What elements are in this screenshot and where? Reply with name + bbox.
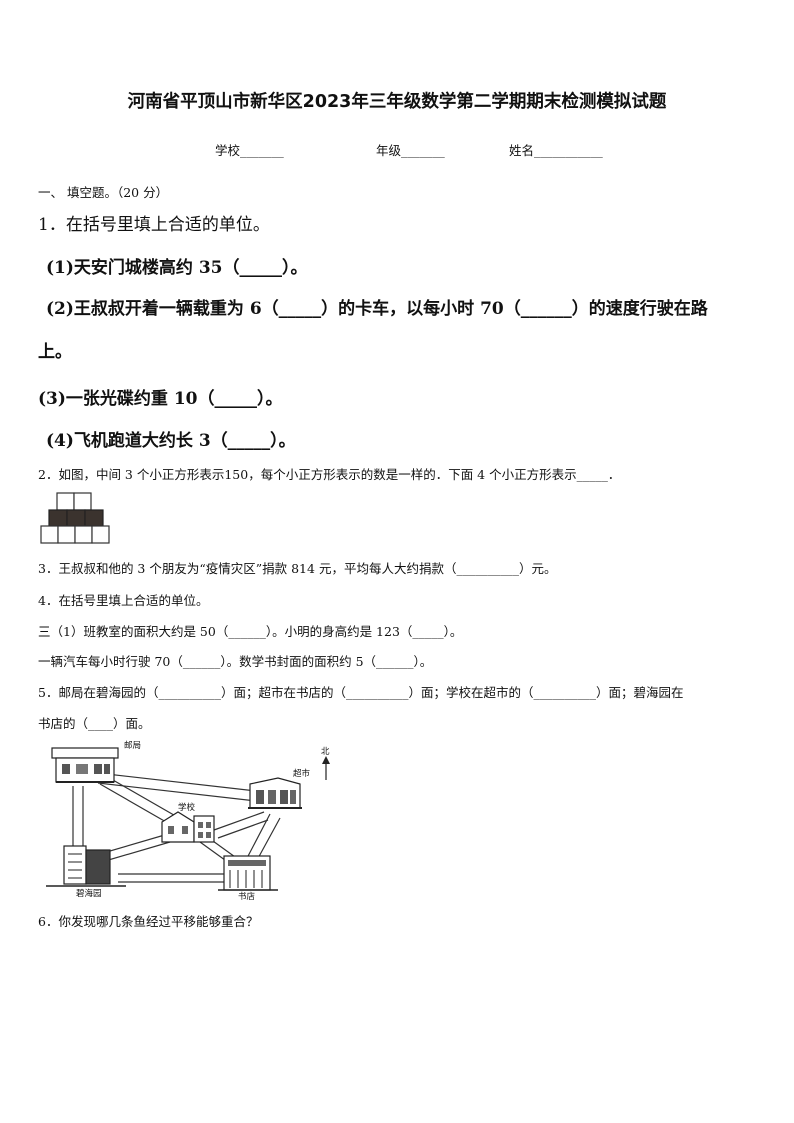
- q5-line1: 5．邮局在碧海园的（__________）面；超市在书店的（__________…: [38, 685, 684, 700]
- bookstore-label: 书店: [238, 891, 256, 900]
- q1-part3: (3)一张光碟约重 10（_____）。: [38, 389, 283, 409]
- q2-text: 2．如图，中间 3 个小正方形表示150，每个小正方形表示的数是一样的．下面 4…: [38, 467, 621, 482]
- roads: [72, 772, 281, 883]
- middle-square-2: [66, 509, 86, 527]
- middle-square-3: [84, 509, 104, 527]
- q4-stem: 4．在括号里填上合适的单位。: [38, 593, 209, 608]
- post-office-building: [51, 747, 119, 783]
- garden-label: 碧海园: [76, 888, 102, 899]
- school-label: 学校: [178, 802, 196, 813]
- q6-text: 6．你发现哪几条鱼经过平移能够重合？: [38, 914, 259, 929]
- north-arrow: [322, 756, 330, 780]
- garden-building: [46, 845, 126, 887]
- bookstore-building: [218, 855, 278, 891]
- name-field: 姓名___________: [509, 143, 603, 158]
- top-square-1: [56, 492, 75, 511]
- q4-line2: 一辆汽车每小时行驶 70（______）。数学书封面的面积约 5（______）…: [38, 654, 433, 669]
- squares-figure: [40, 492, 110, 544]
- bottom-square-3: [74, 525, 93, 544]
- q5-line2: 书店的（____）面。: [38, 716, 151, 731]
- supermarket-building: [248, 777, 302, 809]
- bottom-square-4: [91, 525, 110, 544]
- grade-field: 年级_______: [376, 143, 445, 158]
- bottom-square-2: [57, 525, 76, 544]
- q1-part1: (1)天安门城楼高约 35（_____）。: [46, 258, 308, 278]
- school-building: [161, 811, 215, 843]
- section-heading: 一、 填空题。（20 分）: [38, 185, 169, 200]
- exam-title: 河南省平顶山市新华区2023年三年级数学第二学期期末检测模拟试题: [127, 92, 667, 112]
- school-field: 学校_______: [215, 143, 284, 158]
- post-office-label: 邮局: [124, 740, 141, 751]
- q1-stem: 1．在括号里填上合适的单位。: [38, 215, 270, 235]
- q3-text: 3．王叔叔和他的 3 个朋友为“疫情灾区”捐款 814 元，平均每人大约捐款（_…: [38, 561, 557, 576]
- supermarket-label: 超市: [293, 768, 311, 779]
- location-map: 邮局 北 超市 学校 碧海园: [46, 740, 330, 900]
- north-label: 北: [321, 747, 330, 757]
- q1-part2-cont: 上。: [38, 342, 72, 362]
- q1-part4: (4)飞机跑道大约长 3（_____）。: [46, 431, 296, 451]
- q4-line1: 三（1）班教室的面积大约是 50（______）。小明的身高约是 123（___…: [38, 624, 463, 639]
- bottom-square-1: [40, 525, 59, 544]
- q1-part2: (2)王叔叔开着一辆载重为 6（_____）的卡车，以每小时 70（______…: [46, 299, 708, 319]
- middle-square-1: [48, 509, 68, 527]
- top-square-2: [73, 492, 92, 511]
